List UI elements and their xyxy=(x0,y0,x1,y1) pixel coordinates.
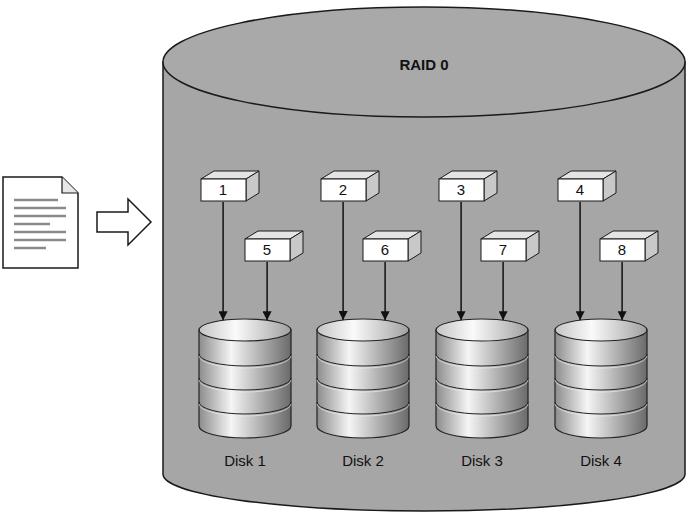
raid-volume: RAID 0 1 2 3 4 5 6 7 8Disk 1 Disk 2 Disk 3 Disk 4 xyxy=(162,4,686,512)
block-shape xyxy=(320,170,380,202)
block-number: 8 xyxy=(599,230,645,261)
flow-arrow xyxy=(97,199,151,245)
block-shape xyxy=(200,170,260,202)
disk-shape xyxy=(316,318,410,440)
block-shape xyxy=(480,230,540,262)
data-block: 7 xyxy=(480,230,540,262)
data-block: 5 xyxy=(244,230,304,262)
disk-label: Disk 2 xyxy=(316,452,410,469)
data-block: 1 xyxy=(200,170,260,202)
disk-label: Disk 4 xyxy=(554,452,648,469)
write-arrow xyxy=(384,262,386,320)
data-block: 6 xyxy=(362,230,422,262)
block-number: 4 xyxy=(557,170,603,201)
disk-shape xyxy=(198,318,292,440)
disk-label: Disk 1 xyxy=(198,452,292,469)
volume-title: RAID 0 xyxy=(162,56,686,73)
disk-shape xyxy=(435,318,529,440)
block-number: 7 xyxy=(480,230,526,261)
disk-stack: Disk 4 xyxy=(554,318,648,472)
data-block: 8 xyxy=(599,230,659,262)
block-shape xyxy=(362,230,422,262)
block-number: 2 xyxy=(320,170,366,201)
block-shape xyxy=(557,170,617,202)
block-shape xyxy=(438,170,498,202)
write-arrow xyxy=(222,202,224,320)
data-block: 2 xyxy=(320,170,380,202)
write-arrow xyxy=(502,262,504,320)
block-number: 1 xyxy=(200,170,246,201)
disk-stack: Disk 1 xyxy=(198,318,292,472)
block-number: 5 xyxy=(244,230,290,261)
write-arrow xyxy=(266,262,268,320)
disk-stack: Disk 2 xyxy=(316,318,410,472)
block-shape xyxy=(599,230,659,262)
disk-shape xyxy=(554,318,648,440)
disk-stack: Disk 3 xyxy=(435,318,529,472)
write-arrow xyxy=(460,202,462,320)
disk-label: Disk 3 xyxy=(435,452,529,469)
block-number: 6 xyxy=(362,230,408,261)
block-shape xyxy=(244,230,304,262)
block-number: 3 xyxy=(438,170,484,201)
document-icon xyxy=(3,177,78,268)
data-block: 4 xyxy=(557,170,617,202)
write-arrow xyxy=(579,202,581,320)
data-block: 3 xyxy=(438,170,498,202)
write-arrow xyxy=(621,262,623,320)
write-arrow xyxy=(342,202,344,320)
